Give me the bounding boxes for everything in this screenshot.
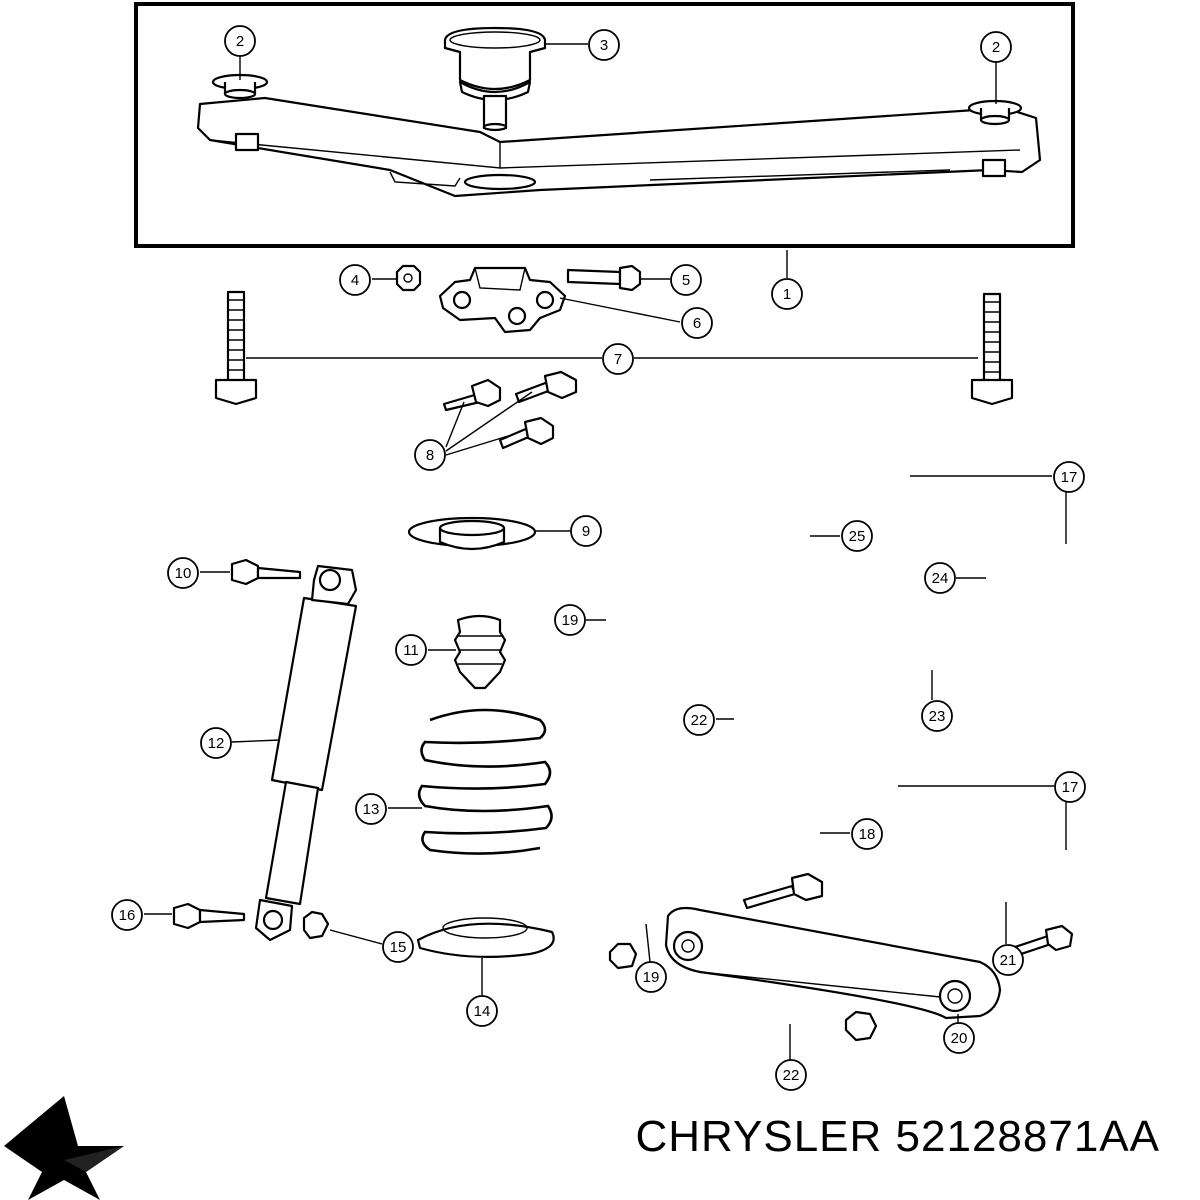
callout-5: 5 [670,264,702,296]
svg-text:20: 20 [951,1030,968,1047]
part-number-caption: CHRYSLER 52128871AA [635,1112,1160,1161]
svg-text:2: 2 [992,39,1000,56]
callout-10: 10 [167,557,199,589]
svg-text:12: 12 [208,735,225,752]
bolt-16 [172,902,246,930]
svg-text:13: 13 [363,801,380,818]
callout-19-lower: 19 [635,961,667,993]
callout-25: 25 [841,520,873,552]
lower-control-arm [664,906,1002,1020]
callout-2-right: 2 [980,31,1012,63]
svg-text:5: 5 [682,272,690,289]
callout-4: 4 [339,264,371,296]
nut-4 [395,264,422,292]
nut-lower-left [608,942,638,970]
callout-19-upper: 19 [554,604,586,636]
bolt-10 [230,558,302,586]
svg-text:4: 4 [351,272,359,289]
spring-seat-9 [407,516,537,551]
nut-lower-bottom [844,1010,878,1042]
callout-22-lower: 22 [775,1059,807,1091]
callout-12: 12 [200,727,232,759]
svg-text:22: 22 [691,712,708,729]
callout-1: 1 [771,278,803,310]
callout-13: 13 [355,793,387,825]
svg-text:7: 7 [614,351,622,368]
callout-8: 8 [414,439,446,471]
svg-text:22: 22 [783,1067,800,1084]
svg-text:16: 16 [119,907,136,924]
svg-text:25: 25 [849,528,866,545]
upper-control-arm [196,96,1042,198]
bolt-lower-top [742,872,824,910]
callout-15: 15 [382,931,414,963]
svg-text:21: 21 [1000,952,1017,969]
inset-frame [134,2,1075,248]
callout-18: 18 [851,818,883,850]
callout-22-upper: 22 [683,704,715,736]
coil-spring-13 [417,708,553,855]
leader-lines [144,43,1067,1060]
svg-text:23: 23 [929,708,946,725]
isolator-14 [416,917,555,959]
callout-7: 7 [602,343,634,375]
svg-text:14: 14 [474,1003,491,1020]
svg-text:15: 15 [390,939,407,956]
svg-text:3: 3 [600,37,608,54]
svg-text:2: 2 [236,33,244,50]
callout-20: 20 [943,1022,975,1054]
callout-6: 6 [681,307,713,339]
callout-24: 24 [924,562,956,594]
bracket-6 [438,266,567,334]
callout-21: 21 [992,944,1024,976]
svg-text:8: 8 [426,447,434,464]
svg-text:19: 19 [643,969,660,986]
callout-16: 16 [111,899,143,931]
svg-text:6: 6 [693,315,701,332]
callout-2-left: 2 [224,25,256,57]
long-bolt-left [214,290,258,406]
bushing-left [211,73,269,100]
svg-text:17: 17 [1062,779,1079,796]
shock-absorber-12 [254,564,358,942]
callout-23: 23 [921,700,953,732]
svg-text:18: 18 [859,826,876,843]
long-bolt-right [970,292,1014,406]
svg-text:10: 10 [175,565,192,582]
callout-11: 11 [395,634,427,666]
ball-joint [443,26,547,132]
callout-17-lower: 17 [1054,771,1086,803]
bolt-5 [566,264,642,292]
svg-text:9: 9 [582,523,590,540]
svg-text:1: 1 [783,286,791,303]
pentastar-logo-icon [0,1088,128,1200]
nut-15 [302,910,330,940]
svg-text:19: 19 [562,612,579,629]
bolts-8 [442,370,578,450]
svg-text:24: 24 [932,570,949,587]
callout-9: 9 [570,515,602,547]
callout-14: 14 [466,995,498,1027]
callout-17-upper: 17 [1053,461,1085,493]
bushing-right [967,99,1023,126]
callout-3: 3 [588,29,620,61]
svg-text:11: 11 [403,642,419,659]
svg-text:17: 17 [1061,469,1078,486]
bump-stop-11 [453,614,507,690]
